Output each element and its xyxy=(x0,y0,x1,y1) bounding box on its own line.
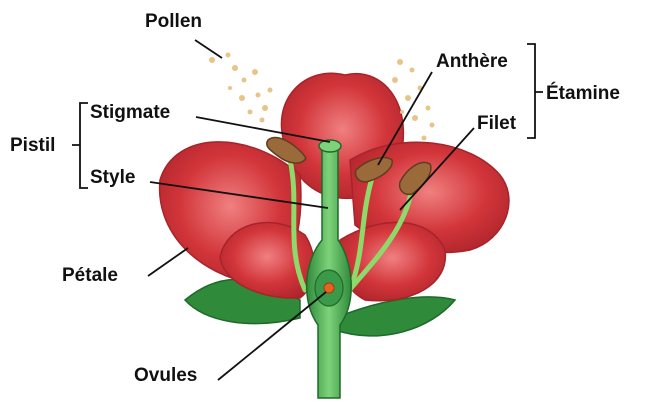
etamine-label: Étamine xyxy=(546,84,620,103)
petale-label: Pétale xyxy=(62,266,118,285)
etamine-bracket xyxy=(527,44,543,138)
ovules-label: Ovules xyxy=(134,366,197,385)
pistil-label: Pistil xyxy=(10,136,55,155)
anthere-label: Anthère xyxy=(436,52,508,71)
right-leaf xyxy=(335,297,455,336)
filet-label: Filet xyxy=(477,114,516,133)
pollen-label: Pollen xyxy=(145,12,202,31)
petale-leader xyxy=(148,248,188,276)
pollen-leader xyxy=(195,40,222,58)
pistil-bracket xyxy=(72,103,88,188)
style-label: Style xyxy=(90,168,135,187)
stigmate-label: Stigmate xyxy=(90,103,170,122)
